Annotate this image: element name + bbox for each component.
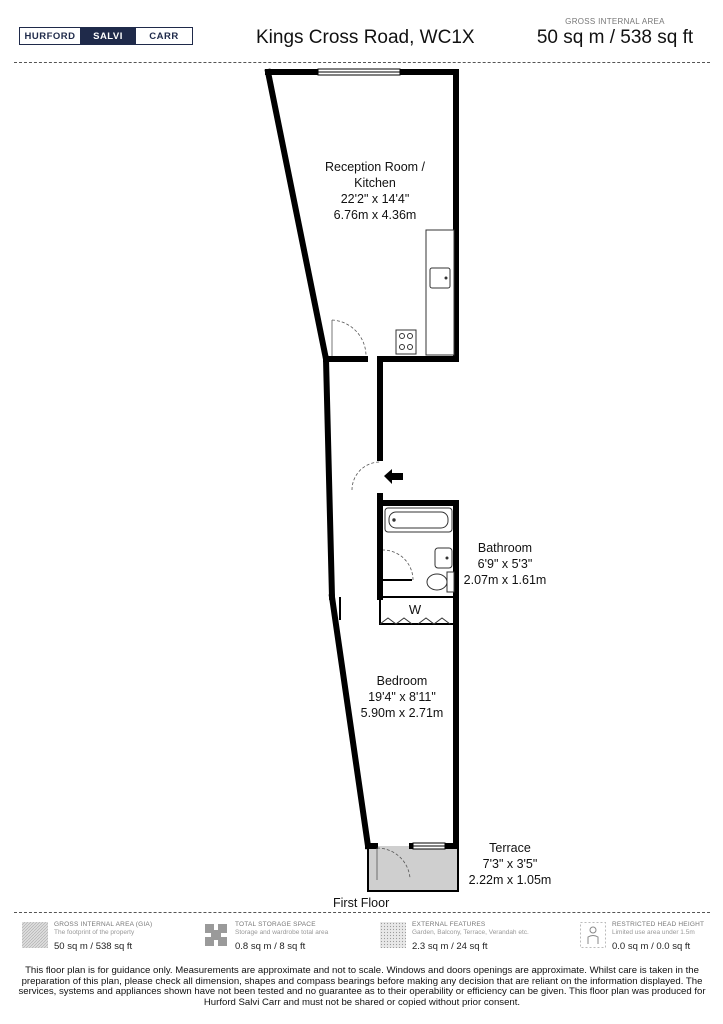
basin-icon [434,547,453,569]
bedroom-label: Bedroom 19'4" x 8'11" 5.90m x 2.71m [347,673,457,721]
gia-label: GROSS INTERNAL AREA [565,17,665,26]
legend-external-value: 2.3 sq m / 24 sq ft [412,941,488,952]
legend-storage-desc: Storage and wardrobe total area [235,929,329,936]
terrace-area [368,846,458,891]
legend-external: EXTERNAL FEATURES Garden, Balcony, Terra… [380,920,560,956]
kitchen-counter [425,229,455,356]
bathroom-name: Bathroom [477,541,533,555]
walls [264,68,459,850]
storage-swatch-icon [203,922,229,948]
bedroom-name: Bedroom [376,674,428,688]
logo-word-3: CARR [135,28,192,44]
bedroom-metric: 5.90m x 2.71m [360,706,444,720]
bathroom-metric: 2.07m x 1.61m [463,573,547,587]
external-swatch-icon [380,922,406,948]
wardrobe-label: W [408,602,422,617]
bedroom-imperial: 19'4" x 8'11" [368,690,436,704]
legend-storage-value: 0.8 sq m / 8 sq ft [235,941,306,952]
toilet-icon [446,571,455,593]
terrace-name: Terrace [489,841,531,855]
legend-storage-title: TOTAL STORAGE SPACE [235,921,316,928]
legend-gia-desc: The footprint of the property [54,929,135,936]
legend-divider [14,912,710,913]
reception-room-metric: 6.76m x 4.36m [333,208,417,222]
property-address: Kings Cross Road, WC1X [256,27,475,48]
brand-logo: HURFORD SALVI CARR [19,27,193,45]
legend-external-desc: Garden, Balcony, Terrace, Verandah etc. [412,929,529,936]
door-arcs [331,319,414,880]
legend-gia-title: GROSS INTERNAL AREA (GIA) [54,921,153,928]
gia-value: 50 sq m / 538 sq ft [536,27,694,48]
legend-storage: TOTAL STORAGE SPACE Storage and wardrobe… [203,920,373,956]
bathroom-imperial: 6'9" x 5'3" [477,557,533,571]
reception-room-imperial: 22'2" x 14'4" [340,192,410,206]
terrace-imperial: 7'3" x 3'5" [482,857,538,871]
logo-word-1: HURFORD [20,28,81,44]
legend-gia: GROSS INTERNAL AREA (GIA) The footprint … [22,920,192,956]
gia-swatch-icon [22,922,48,948]
legend-head-height: RESTRICTED HEAD HEIGHT Limited use area … [580,920,710,956]
reception-room-name-line2: Kitchen [354,176,396,190]
logo-word-2: SALVI [81,28,135,44]
legend-head-height-value: 0.0 sq m / 0.0 sq ft [612,941,691,952]
reception-room-name-line1: Reception Room / [324,160,426,174]
entrance-arrow-icon [384,469,403,484]
gia-header: GROSS INTERNAL AREA 50 sq m / 538 sq ft [520,17,710,49]
terrace-metric: 2.22m x 1.05m [468,873,552,887]
legend-gia-value: 50 sq m / 538 sq ft [54,941,133,952]
terrace-label: Terrace 7'3" x 3'5" 2.22m x 1.05m [460,840,560,888]
bathroom-label: Bathroom 6'9" x 5'3" 2.07m x 1.61m [462,540,548,588]
reception-room-label: Reception Room / Kitchen 22'2" x 14'4" 6… [300,159,450,223]
legend-head-height-desc: Limited use area under 1.5m [612,929,695,936]
sink-icon [429,267,451,289]
hob-icon [395,329,417,355]
windows [317,68,446,850]
disclaimer-text: This floor plan is for guidance only. Me… [18,965,706,1008]
legend-head-height-title: RESTRICTED HEAD HEIGHT [612,921,705,928]
legend-external-title: EXTERNAL FEATURES [412,921,486,928]
floor-label: First Floor [333,896,390,910]
header-divider [14,62,710,63]
head-height-person-icon [580,922,606,948]
